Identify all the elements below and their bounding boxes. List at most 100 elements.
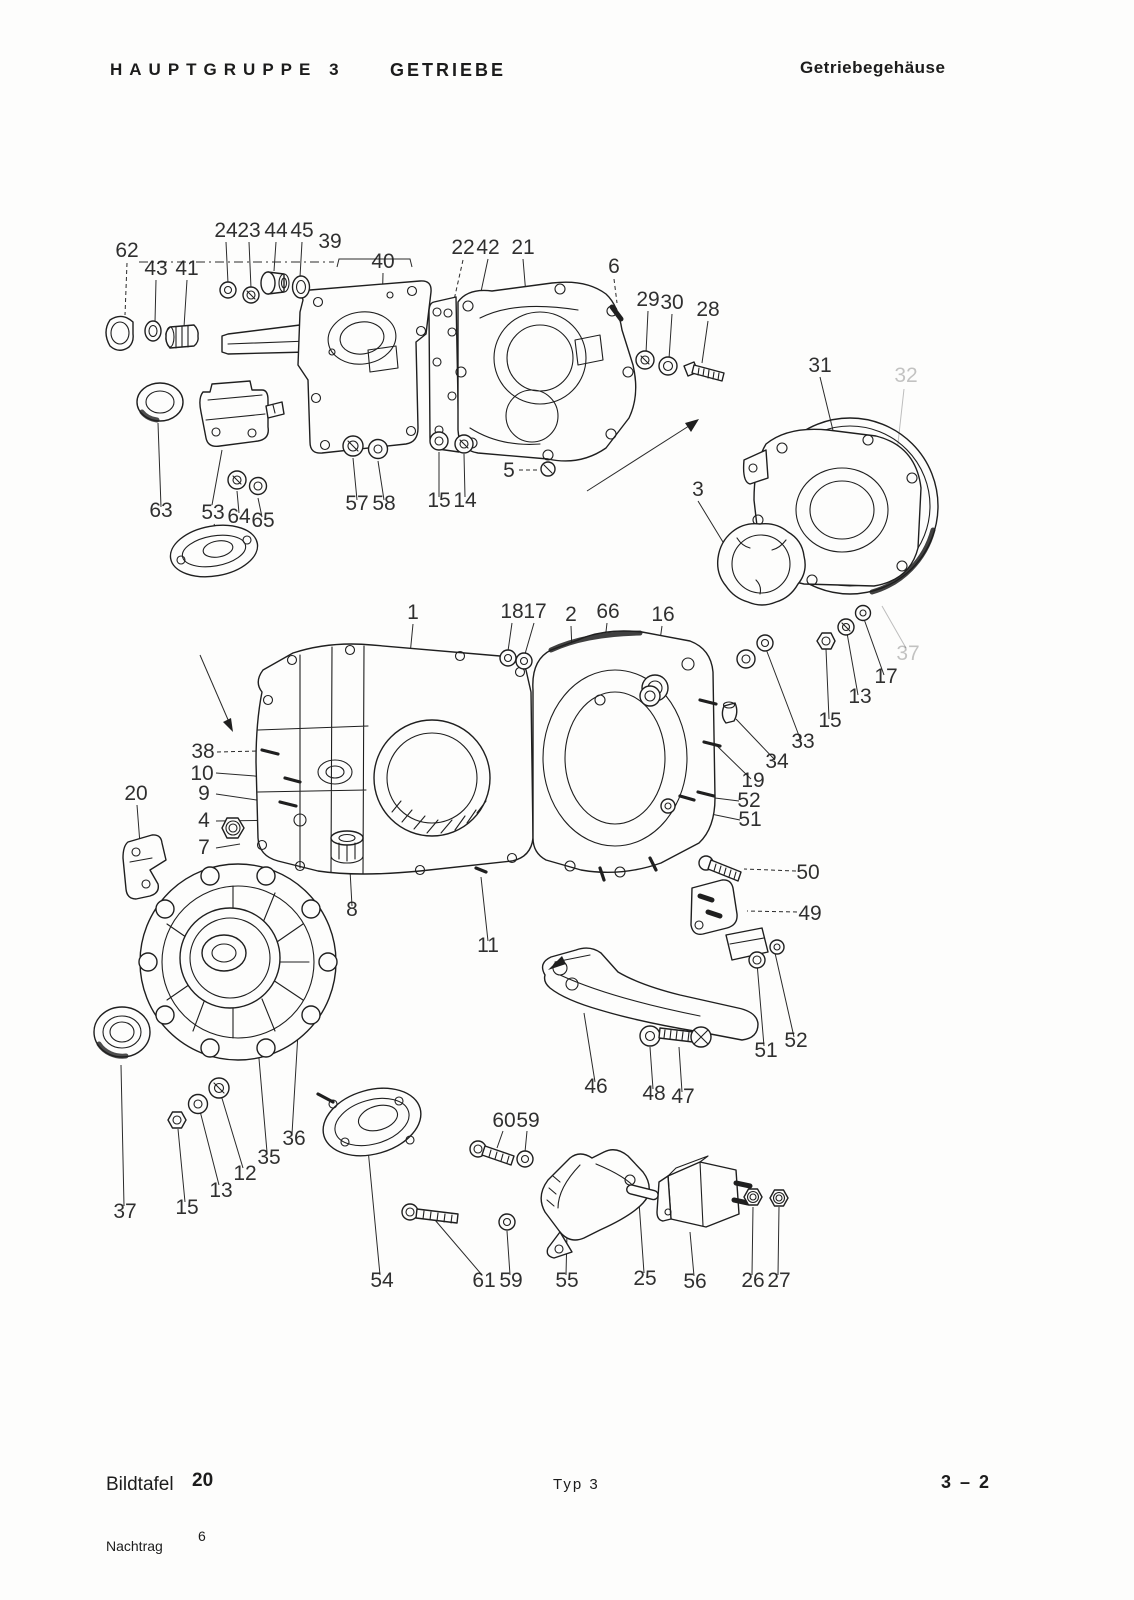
- part-label-51-46: 51: [738, 808, 761, 831]
- part-label-11-41: 11: [477, 934, 499, 957]
- part-label-57-23: 57: [345, 492, 368, 515]
- washers-mid-drawing: [342, 431, 556, 477]
- part-label-32-17: 32: [894, 364, 917, 387]
- part-label-2-31: 2: [565, 603, 577, 626]
- part-label-46-53: 46: [584, 1075, 607, 1098]
- part-label-18-29: 18: [500, 600, 523, 623]
- part-label-55-69: 55: [555, 1269, 578, 1292]
- part-label-60-65: 60: [492, 1109, 515, 1132]
- right-mount-drawing: [541, 855, 785, 1048]
- gearshift-housing-drawing: [221, 280, 432, 454]
- part-label-51-56: 51: [754, 1039, 777, 1062]
- part-label-63-19: 63: [149, 499, 172, 522]
- part-label-44-5: 44: [264, 219, 288, 242]
- part-label-9-36: 9: [198, 782, 210, 805]
- part-label-19-44: 19: [741, 769, 764, 792]
- part-label-24-3: 24: [214, 219, 238, 242]
- part-label-17-49: 17: [874, 665, 897, 688]
- part-label-5-27: 5: [503, 459, 515, 482]
- part-label-59-68: 59: [499, 1269, 522, 1292]
- part-label-13-48: 13: [848, 685, 871, 708]
- part-label-21-11: 21: [511, 236, 534, 259]
- part-label-54-64: 54: [370, 1269, 394, 1292]
- part-label-17-30: 17: [523, 600, 546, 623]
- part-label-25-70: 25: [633, 1267, 656, 1290]
- plate-label: Bildtafel: [106, 1474, 174, 1495]
- part-label-31-16: 31: [808, 354, 831, 377]
- part-label-65-22: 65: [251, 509, 274, 532]
- part-label-8-40: 8: [346, 898, 358, 921]
- part-label-26-72: 26: [741, 1269, 764, 1292]
- part-label-30-14: 30: [660, 291, 683, 314]
- front-cover-drawing: [428, 281, 637, 462]
- part-label-23-4: 23: [237, 219, 260, 242]
- part-label-52-45: 52: [737, 789, 760, 812]
- part-label-7-38: 7: [198, 836, 210, 859]
- fasteners-29-30-28: [635, 350, 725, 382]
- assembly-arrows: [199, 419, 699, 732]
- part-label-15-62: 15: [175, 1196, 198, 1219]
- part-label-16-33: 16: [651, 603, 674, 626]
- side-cover-drawing: [716, 417, 939, 606]
- part-label-42-10: 42: [476, 236, 499, 259]
- switch-and-seal-drawing: [136, 380, 285, 578]
- part-label-53-20: 53: [201, 501, 224, 524]
- part-label-3-18: 3: [692, 478, 704, 501]
- page-title-group: HAUPTGRUPPE 3: [110, 60, 346, 79]
- part-label-35-59: 35: [257, 1146, 280, 1169]
- part-label-37-50: 37: [896, 642, 919, 665]
- part-label-62-0: 62: [115, 239, 138, 262]
- model-label: Typ 3: [553, 1476, 600, 1493]
- part-label-41-2: 41: [175, 257, 198, 280]
- part-label-59-66: 59: [516, 1109, 539, 1132]
- main-housing-drawing: [255, 630, 722, 882]
- part-label-49-52: 49: [798, 902, 821, 925]
- part-label-10-35: 10: [190, 762, 213, 785]
- part-label-56-71: 56: [683, 1270, 706, 1293]
- cover-plate-54-drawing: [316, 1087, 422, 1157]
- supplement-label: Nachtrag: [106, 1538, 163, 1554]
- part-label-39-7: 39: [318, 230, 341, 253]
- part-label-43-1: 43: [144, 257, 167, 280]
- part-label-1-28: 1: [407, 601, 419, 624]
- part-label-36-58: 36: [282, 1127, 305, 1150]
- part-label-58-24: 58: [372, 492, 395, 515]
- part-label-14-26: 14: [453, 489, 477, 512]
- part-label-50-51: 50: [796, 861, 819, 884]
- part-label-52-57: 52: [784, 1029, 807, 1052]
- part-label-45-6: 45: [290, 219, 313, 242]
- page-title-topic: Getriebegehäuse: [800, 58, 946, 77]
- part-label-66-32: 66: [596, 600, 619, 623]
- part-label-20-39: 20: [124, 782, 147, 805]
- part-label-48-54: 48: [642, 1082, 665, 1105]
- small-parts-top-left: [105, 271, 311, 351]
- part-label-12-60: 12: [233, 1162, 256, 1185]
- part-label-28-15: 28: [696, 298, 719, 321]
- part-label-27-73: 27: [767, 1269, 790, 1292]
- part-label-38-34: 38: [191, 740, 214, 763]
- diff-cover-drawing: [93, 863, 338, 1129]
- part-label-22-9: 22: [451, 236, 474, 259]
- small-parts-left: [122, 817, 364, 900]
- supplement-number: 6: [198, 1528, 206, 1544]
- part-label-15-47: 15: [818, 709, 841, 732]
- part-label-13-61: 13: [209, 1179, 232, 1202]
- page-number: 3 – 2: [941, 1472, 992, 1492]
- bottom-mounts-drawing: [401, 1140, 789, 1259]
- part-label-34-43: 34: [765, 750, 789, 773]
- part-label-6-12: 6: [608, 255, 620, 278]
- part-label-15-25: 15: [427, 489, 450, 512]
- part-label-40-8: 40: [371, 250, 394, 273]
- part-label-37-63: 37: [113, 1200, 136, 1223]
- part-label-29-13: 29: [636, 288, 659, 311]
- plate-number: 20: [192, 1470, 214, 1491]
- part-label-4-37: 4: [198, 809, 210, 832]
- part-label-33-42: 33: [791, 730, 814, 753]
- page-title-section: GETRIEBE: [390, 60, 507, 80]
- small-parts-right-chain: [721, 604, 872, 724]
- part-label-64-21: 64: [227, 505, 251, 528]
- part-label-61-67: 61: [472, 1269, 495, 1292]
